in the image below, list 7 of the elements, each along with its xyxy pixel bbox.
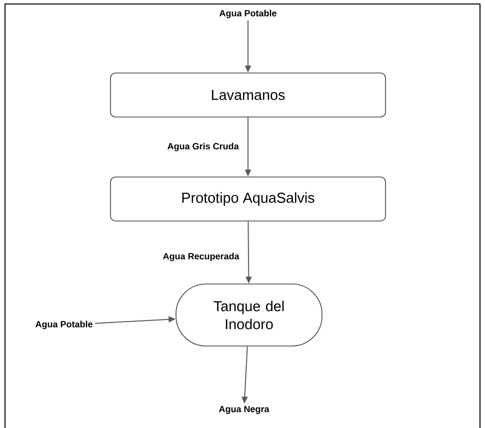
process-box: Prototipo AquaSalvis <box>110 176 386 222</box>
edge-label: Agua Recuperada <box>163 252 240 262</box>
edge-label: Agua Gris Cruda <box>168 142 239 152</box>
flow-label: Agua Negra <box>218 406 270 414</box>
process-box: Lavamanos <box>110 72 386 118</box>
flow-label: Agua Potable <box>219 10 276 18</box>
flow-label: Agua Potable <box>35 320 92 330</box>
